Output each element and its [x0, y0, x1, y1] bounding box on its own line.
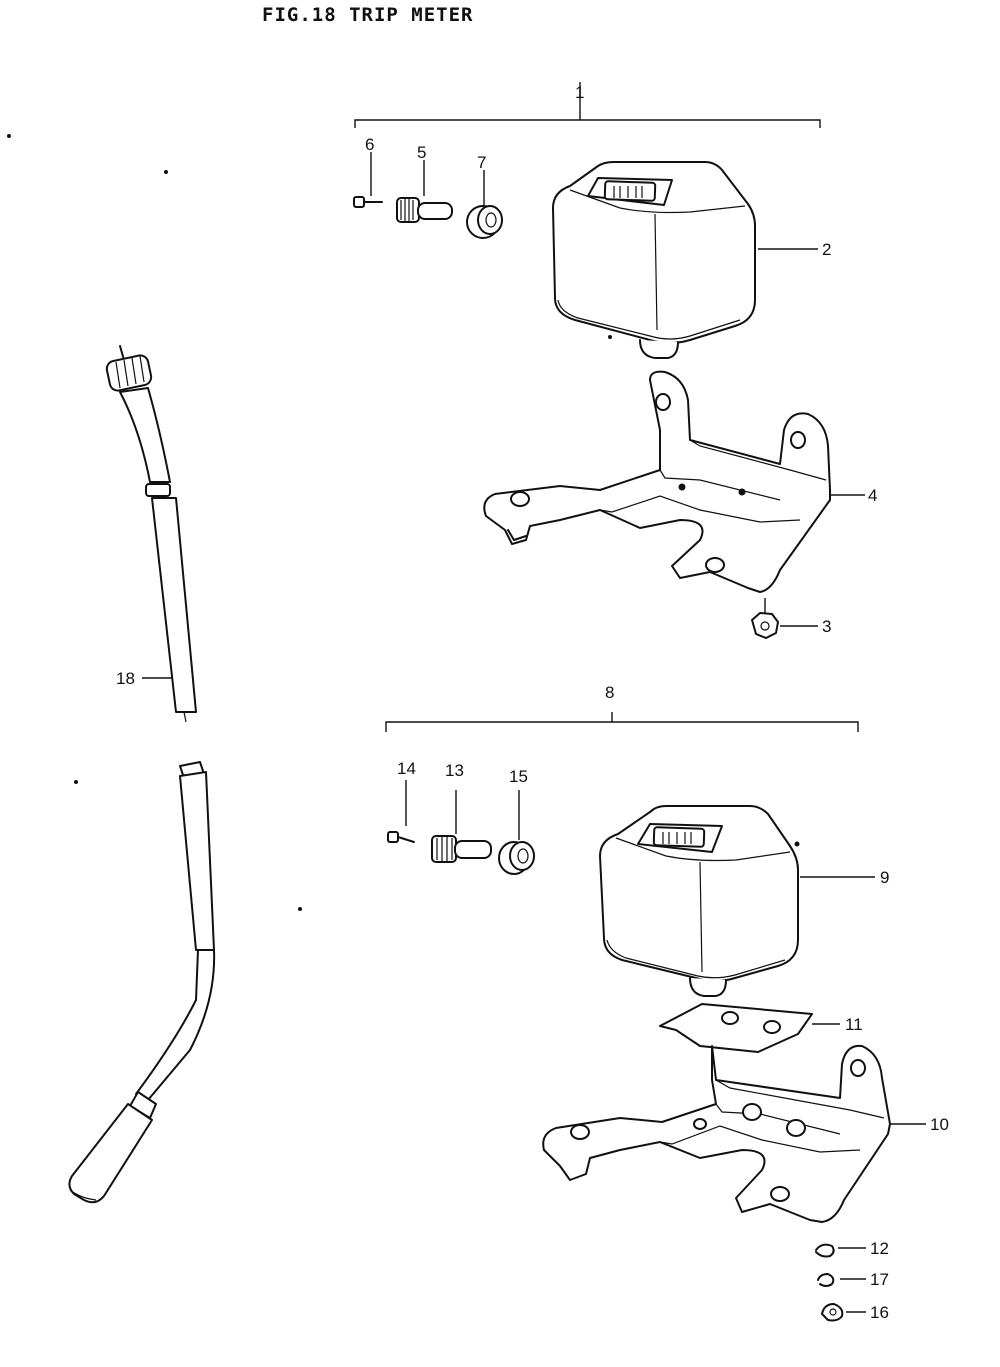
bracket-part-4: 4 — [483, 370, 877, 593]
callout-5: 5 — [417, 143, 426, 162]
screw-part-6: 6 — [353, 135, 383, 208]
meter-housing-part-9: 9 — [599, 805, 889, 997]
callout-13: 13 — [445, 761, 464, 780]
callout-14: 14 — [397, 759, 416, 778]
bushing-part-7: 7 — [466, 153, 503, 239]
callout-10: 10 — [930, 1115, 949, 1134]
callout-6: 6 — [365, 135, 374, 154]
plate-part-11: 11 — [659, 1003, 863, 1053]
callout-2: 2 — [822, 240, 831, 259]
callout-18: 18 — [116, 669, 135, 688]
washer-part-12: 12 — [815, 1239, 889, 1258]
callout-1: 1 — [575, 83, 584, 102]
callout-9: 9 — [880, 868, 889, 887]
figure-title: FIG.18 TRIP METER — [262, 4, 474, 26]
callout-11: 11 — [845, 1015, 863, 1034]
screw-part-14: 14 — [387, 759, 416, 843]
callout-15: 15 — [509, 767, 528, 786]
assembly-8-bracket: 8 — [385, 683, 859, 732]
assembly-1-bracket: 1 — [354, 82, 821, 128]
bushing-part-15: 15 — [498, 767, 535, 875]
meter-housing-part-2: 2 — [552, 161, 831, 359]
bracket-part-10: 10 — [542, 1044, 949, 1223]
gear-shaft-part-5: 5 — [396, 143, 453, 223]
callout-12: 12 — [870, 1239, 889, 1258]
gear-shaft-part-13: 13 — [431, 761, 492, 863]
callout-16: 16 — [870, 1303, 889, 1322]
nut-part-16: 16 — [821, 1303, 889, 1322]
callout-7: 7 — [477, 153, 486, 172]
nut-part-3: 3 — [751, 598, 831, 639]
callout-4: 4 — [868, 486, 877, 505]
callout-8: 8 — [605, 683, 614, 702]
callout-3: 3 — [822, 617, 831, 636]
washer-part-17: 17 — [817, 1270, 889, 1289]
callout-17: 17 — [870, 1270, 889, 1289]
cable-part-18: 18 — [68, 345, 216, 1204]
scan-specks — [7, 134, 612, 911]
